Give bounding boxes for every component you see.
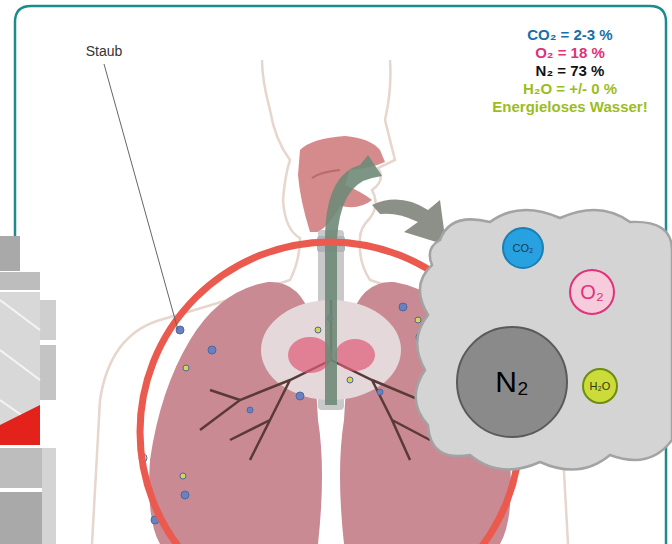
gas-circle: O₂: [569, 269, 615, 315]
gas-formula: N₂: [495, 365, 528, 399]
exhale-arrow: [372, 200, 446, 245]
gas-formula: H₂O: [590, 380, 611, 392]
leader-line: [104, 64, 178, 330]
gas-value: CO₂ = 2-3 %: [527, 26, 612, 44]
gas-circle: H₂O: [582, 368, 618, 404]
side-graphic: [0, 236, 56, 544]
airflow-arrow: [325, 155, 382, 405]
gas-circle: CO₂: [502, 227, 544, 269]
air-cloud: [416, 210, 672, 470]
gas-circle: N₂: [456, 326, 568, 438]
note: Energieloses Wasser!: [492, 98, 647, 116]
part-label: Staub: [86, 42, 123, 60]
gas-value: H₂O = +/- 0 %: [523, 80, 617, 98]
gas-value: N₂ = 73 %: [536, 62, 605, 80]
gas-formula: O₂: [580, 281, 603, 304]
gas-formula: CO₂: [513, 242, 534, 254]
gas-value: O₂ = 18 %: [535, 44, 605, 62]
